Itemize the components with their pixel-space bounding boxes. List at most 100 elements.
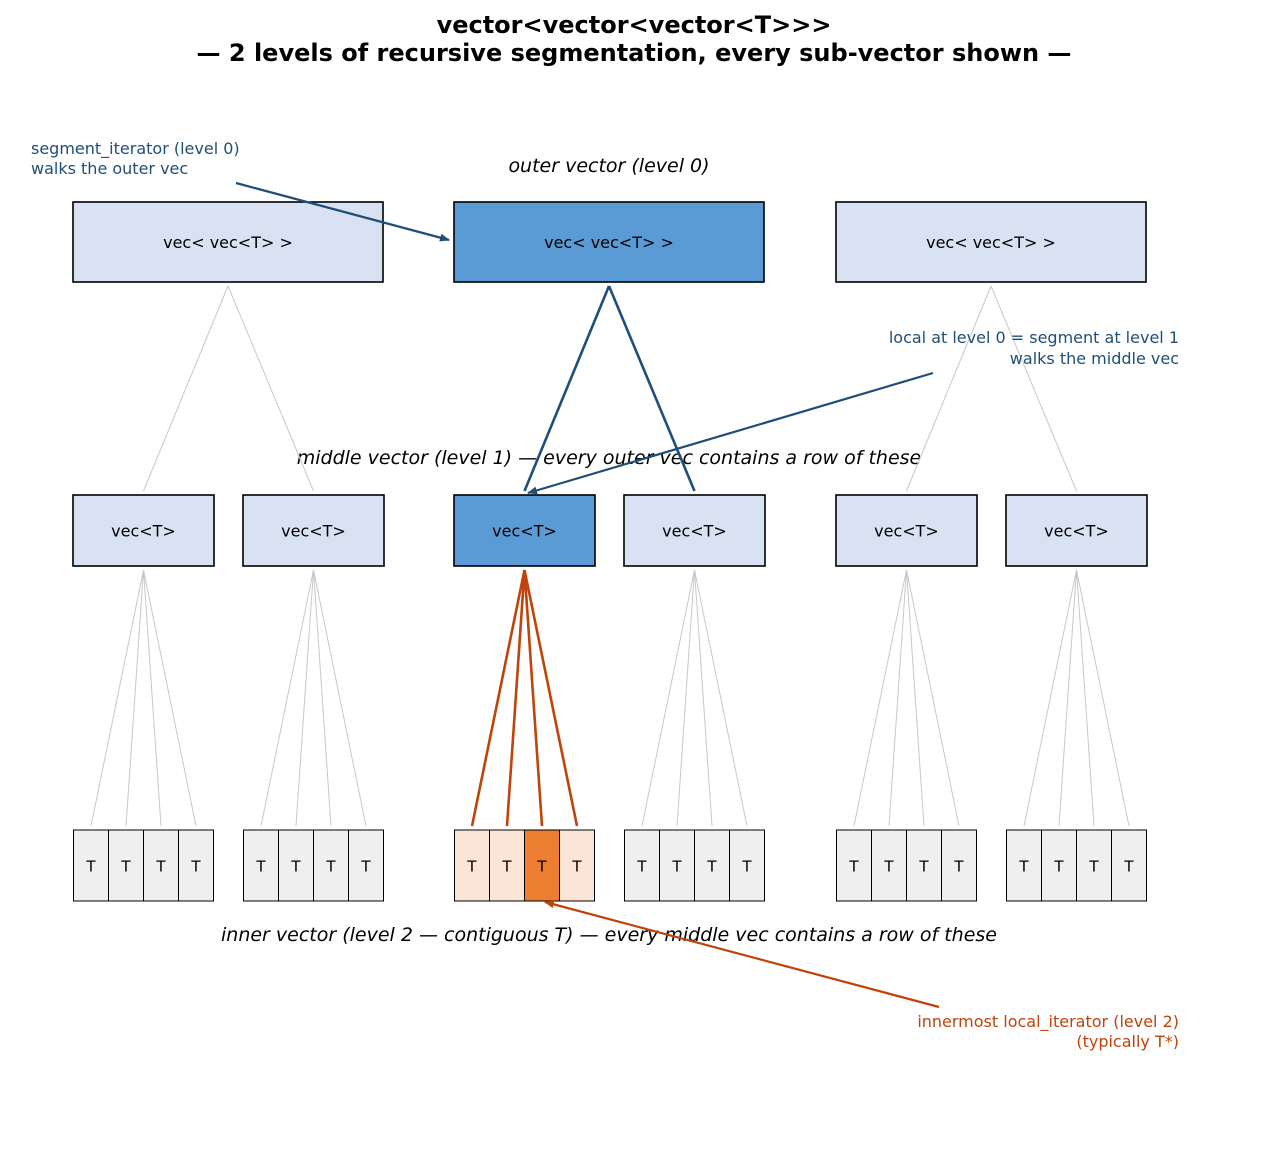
inner-cell-rect — [1111, 829, 1147, 902]
inner-cell: T — [454, 829, 490, 902]
inner-cell-label: T — [1053, 858, 1064, 876]
inner-cell: T — [941, 829, 977, 902]
local-level0-text-2: walks the middle vec — [1010, 349, 1179, 368]
tree-edge-middle-cell — [641, 569, 695, 827]
middle-vec-label: vec<T> — [111, 522, 176, 541]
tree-edge-outer-middle — [990, 285, 1077, 492]
tree-edge-middle-cell — [313, 569, 332, 827]
middle-vec-box: vec<T> — [72, 494, 215, 567]
tree-edge-outer-middle — [607, 285, 696, 492]
inner-cell: T — [906, 829, 942, 902]
inner-cell-label: T — [120, 858, 131, 876]
middle-vec-label: vec<T> — [281, 522, 346, 541]
diagram-title-line2: — 2 levels of recursive segmentation, ev… — [197, 39, 1072, 67]
inner-cell-label: T — [290, 858, 301, 876]
inner-cell-rect — [624, 829, 660, 902]
outer-vec-box: vec< vec<T> > — [72, 201, 384, 283]
inner-cell-rect — [243, 829, 279, 902]
innermost-arrow — [544, 900, 940, 1009]
inner-cell: T — [348, 829, 384, 902]
outer-vec-rect — [453, 201, 765, 283]
segment-iterator-annotation: segment_iterator (level 0) walks the out… — [31, 139, 450, 242]
inner-cell: T — [178, 829, 214, 902]
middle-vec-rect — [242, 494, 385, 567]
middle-vec-rect — [623, 494, 766, 567]
inner-cell-rect — [489, 829, 525, 902]
inner-cell-label: T — [325, 858, 336, 876]
inner-cell-label: T — [848, 858, 859, 876]
inner-cell-rect — [524, 829, 560, 902]
tree-edge-middle-cell — [143, 569, 162, 827]
inner-cell-rect — [454, 829, 490, 902]
inner-cell: T — [624, 829, 660, 902]
innermost-text-2: (typically T*) — [1076, 1032, 1179, 1051]
inner-cell: T — [694, 829, 730, 902]
inner-cell: T — [1076, 829, 1112, 902]
innermost-text-1: innermost local_iterator (level 2) — [917, 1012, 1179, 1032]
middle-vec-box: vec<T> — [1005, 494, 1148, 567]
tree-edge-middle-cell — [125, 569, 144, 827]
inner-cell-label: T — [360, 858, 371, 876]
tree-edge-outer-middle — [906, 285, 992, 492]
inner-cell: T — [1006, 829, 1042, 902]
outer-vec-rect — [72, 201, 384, 283]
innermost-annotation: innermost local_iterator (level 2) (typi… — [544, 900, 1179, 1051]
segment-iterator-arrow — [235, 181, 450, 242]
inner-cell-rect — [278, 829, 314, 902]
inner-cell-label: T — [571, 858, 582, 876]
middle-vec-label: vec<T> — [874, 522, 939, 541]
inner-cell-label: T — [671, 858, 682, 876]
middle-vec-rect — [1005, 494, 1148, 567]
tree-edge-middle-cell — [853, 569, 907, 827]
local-level0-annotation: local at level 0 = segment at level 1 wa… — [527, 328, 1179, 495]
tree-edge-middle-cell — [694, 569, 748, 827]
tree-edge-outer-middle — [523, 285, 611, 492]
segment-iterator-text-2: walks the outer vec — [31, 159, 188, 178]
inner-cell-rect — [559, 829, 595, 902]
inner-cell-rect — [178, 829, 214, 902]
middle-vec-box: vec<T> — [835, 494, 978, 567]
inner-cell: T — [143, 829, 179, 902]
middle-vec-box: vec<T> — [623, 494, 766, 567]
middle-vec-label: vec<T> — [492, 522, 557, 541]
tree-edge-middle-cell — [523, 569, 544, 827]
tree-edge-middle-cell — [143, 569, 197, 827]
tree-edge-middle-cell — [313, 569, 367, 827]
inner-cell: T — [108, 829, 144, 902]
middle-vec-rect — [453, 494, 596, 567]
tree-edge-middle-cell — [90, 569, 144, 827]
tree-edge-middle-cell — [505, 569, 526, 827]
inner-cell: T — [524, 829, 560, 902]
outer-vec-label: vec< vec<T> > — [544, 233, 674, 252]
middle-vector-row: vec<T> vec<T> vec<T> vec<T> vec<T> vec<T> — [72, 494, 1148, 567]
outer-vec-label: vec< vec<T> > — [926, 233, 1056, 252]
tree-edge-outer-middle — [227, 285, 314, 492]
inner-cell-label: T — [883, 858, 894, 876]
inner-cell-rect — [143, 829, 179, 902]
inner-cell-label: T — [918, 858, 929, 876]
inner-cell-label: T — [466, 858, 477, 876]
tree-edge-middle-cell — [1076, 569, 1095, 827]
tree-lines — [90, 285, 1130, 827]
inner-cell-rect — [1076, 829, 1112, 902]
inner-cell: T — [659, 829, 695, 902]
tree-edge-middle-cell — [888, 569, 907, 827]
tree-edge-middle-cell — [295, 569, 314, 827]
inner-cell-label: T — [706, 858, 717, 876]
outer-vec-box: vec< vec<T> > — [453, 201, 765, 283]
inner-cell-label: T — [190, 858, 201, 876]
inner-cell-rect — [348, 829, 384, 902]
local-level0-text-1: local at level 0 = segment at level 1 — [889, 328, 1179, 347]
tree-edge-middle-cell — [1058, 569, 1077, 827]
inner-cell-label: T — [155, 858, 166, 876]
inner-cell-label: T — [741, 858, 752, 876]
diagram-title-line1: vector<vector<vector<T>>> — [437, 11, 832, 39]
tree-edge-middle-cell — [906, 569, 925, 827]
inner-cell: T — [729, 829, 765, 902]
tree-edge-middle-cell — [676, 569, 695, 827]
inner-cell-label: T — [636, 858, 647, 876]
inner-cell: T — [278, 829, 314, 902]
inner-cell-rect — [313, 829, 349, 902]
inner-cell: T — [489, 829, 525, 902]
